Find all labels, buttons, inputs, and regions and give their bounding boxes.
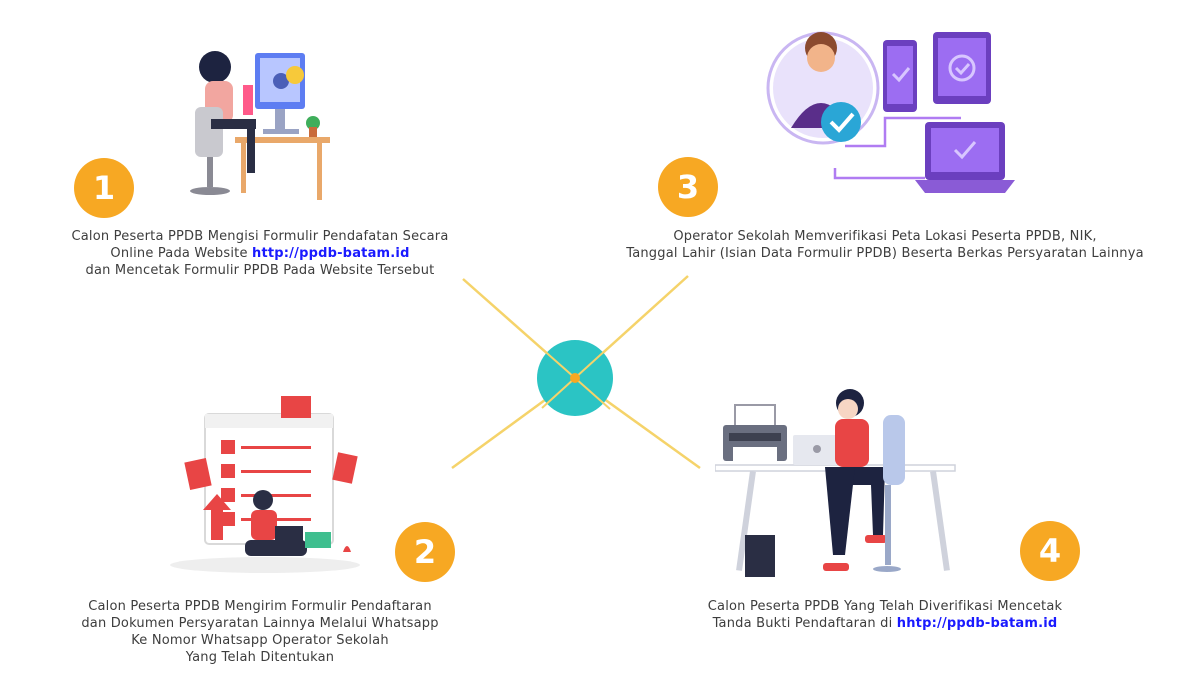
step-2-caption: Calon Peserta PPDB Mengirim Formulir Pen… (40, 598, 480, 666)
step-1-line-2-text: Online Pada Website (110, 246, 252, 261)
step-3-line-2: Tanggal Lahir (Isian Data Formulir PPDB)… (626, 246, 1144, 261)
step-3-badge: 3 (658, 157, 718, 217)
step-1-caption: Calon Peserta PPDB Mengisi Formulir Pend… (40, 228, 480, 279)
step-3-line-1: Operator Sekolah Memverifikasi Peta Loka… (673, 229, 1097, 244)
step-4-line-2-text: Tanda Bukti Pendaftaran di (712, 616, 897, 631)
step-4-caption: Calon Peserta PPDB Yang Telah Diverifika… (660, 598, 1110, 632)
illustration-person-at-computer (190, 51, 330, 200)
hub-center-dot (570, 373, 580, 383)
step-1-badge: 1 (74, 158, 134, 218)
step-2-line-1: Calon Peserta PPDB Mengirim Formulir Pen… (88, 599, 432, 614)
step-1-line-3: dan Mencetak Formulir PPDB Pada Website … (85, 263, 435, 278)
step-2-line-4: Yang Telah Ditentukan (185, 650, 335, 665)
step-1-line-2: Online Pada Website http://ppdb-batam.id (40, 245, 480, 262)
step-4-badge: 4 (1020, 521, 1080, 581)
illustration-sending-documents (170, 396, 360, 573)
step-4-line-1: Calon Peserta PPDB Yang Telah Diverifika… (707, 599, 1063, 614)
step-1-website-link[interactable]: http://ppdb-batam.id (251, 246, 410, 261)
step-3-caption: Operator Sekolah Memverifikasi Peta Loka… (590, 228, 1180, 262)
step-4-line-2: Tanda Bukti Pendaftaran di hhtp://ppdb-b… (660, 615, 1110, 632)
illustration-verification-devices (766, 31, 1015, 193)
step-2-badge: 2 (395, 522, 455, 582)
step-1-line-1: Calon Peserta PPDB Mengisi Formulir Pend… (71, 229, 449, 244)
illustration-person-printing (715, 389, 956, 577)
step-4-website-link[interactable]: hhtp://ppdb-batam.id (896, 616, 1058, 631)
step-2-line-3: Ke Nomor Whatsapp Operator Sekolah (131, 633, 389, 648)
step-2-line-2: dan Dokumen Persyaratan Lainnya Melalui … (81, 616, 439, 631)
